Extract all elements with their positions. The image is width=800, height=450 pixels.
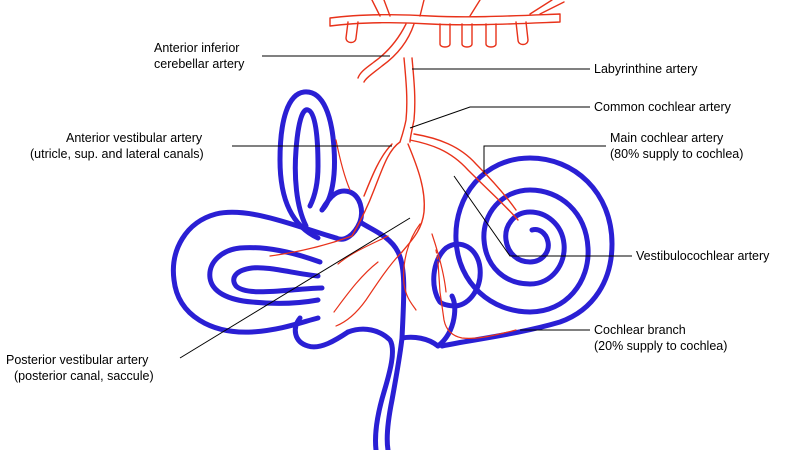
superior-canal-inner	[292, 107, 321, 229]
leader-vestibulocochlear	[453, 175, 632, 257]
saccule-connect	[357, 219, 407, 341]
arterial-supply	[269, 0, 565, 339]
lateral-canal-small	[231, 265, 325, 295]
endolymphatic-duct	[384, 335, 405, 450]
label-common-cochlear: Common cochlear artery	[594, 100, 732, 114]
label-cochlear-branch-line2: (20% supply to cochlea)	[594, 339, 727, 353]
cochlear-branch-dash	[435, 249, 439, 263]
leader-main-cochlear	[483, 145, 606, 174]
aica	[357, 23, 415, 83]
posterior-canal	[292, 315, 351, 350]
superior-canal	[277, 89, 337, 241]
cochlear-branch	[437, 261, 517, 339]
label-aica-line2: cerebellar artery	[154, 57, 245, 71]
vestibulocochlear-artery	[401, 143, 426, 253]
lateral-canal-inner	[207, 245, 323, 306]
anterior-vestibular-artery	[351, 141, 401, 237]
labyrinthine-artery	[399, 57, 416, 143]
ductus-reuniens	[435, 293, 458, 349]
main-cochlear-artery	[413, 133, 517, 211]
vestibule	[345, 326, 395, 450]
label-main-cochlear-line1: Main cochlear artery	[610, 131, 724, 145]
post-vest-branch-3	[337, 235, 389, 265]
ant-vest-branch-sup	[335, 139, 351, 191]
label-aica-line1: Anterior inferior	[154, 41, 239, 55]
label-leaders	[179, 55, 632, 359]
vestibule-lower	[399, 334, 441, 349]
saccule	[431, 241, 483, 309]
post-vest-branch-2	[431, 233, 447, 293]
label-labyrinthine: Labyrinthine artery	[594, 62, 698, 76]
label-post-vest-line2: (posterior canal, saccule)	[14, 369, 154, 383]
labels: Anterior inferior cerebellar artery Laby…	[6, 41, 770, 383]
leader-common-cochlear	[409, 106, 590, 129]
membranous-labyrinth	[170, 89, 615, 450]
label-vestibulocochlear: Vestibulocochlear artery	[636, 249, 770, 263]
post-vest-branch-1	[403, 223, 421, 311]
ant-vest-branch-lat	[269, 235, 353, 257]
utricle	[319, 188, 365, 242]
label-ant-vest-line1: Anterior vestibular artery	[66, 131, 203, 145]
label-main-cochlear-line2: (80% supply to cochlea)	[610, 147, 743, 161]
label-cochlear-branch-line1: Cochlear branch	[594, 323, 686, 337]
lateral-canal-outer	[170, 209, 339, 335]
posterior-vestibular-artery	[335, 251, 403, 327]
leader-post-vest	[179, 217, 411, 359]
label-ant-vest-line2: (utricle, sup. and lateral canals)	[30, 147, 204, 161]
post-vest-branch-4	[333, 261, 379, 313]
common-cochlear-artery	[409, 139, 519, 221]
label-post-vest-line1: Posterior vestibular artery	[6, 353, 149, 367]
basilar-trunk	[329, 0, 565, 48]
cochlea-spiral	[439, 155, 615, 349]
